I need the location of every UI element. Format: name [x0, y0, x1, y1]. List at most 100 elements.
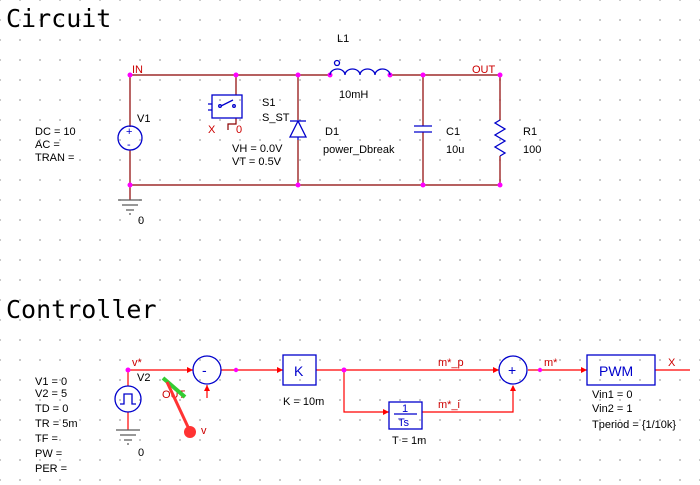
capacitor-plates-icon: [414, 125, 432, 133]
junction-dot: [420, 72, 426, 78]
net-label-vstar: v*: [132, 357, 143, 369]
pulse-source-icon[interactable]: [114, 385, 142, 413]
capacitor-c1[interactable]: [414, 125, 432, 133]
junction-dots: [127, 72, 503, 188]
net-label-mi: m*_i: [438, 399, 460, 411]
integrator-block[interactable]: [388, 401, 423, 430]
pwm-block[interactable]: [586, 354, 656, 386]
junction-dot: [233, 367, 239, 373]
v2-param-per: PER =: [35, 463, 67, 475]
diode-triangle-icon: [288, 119, 308, 138]
junction-dot: [341, 367, 347, 373]
arrow-icon: [277, 367, 283, 373]
arrow-icon: [581, 367, 587, 373]
junction-dot: [537, 367, 543, 373]
s1-param-vt: VT = 0.5V: [232, 156, 282, 168]
d1-name: D1: [325, 126, 339, 138]
probe-needle-icon: [165, 381, 190, 428]
arrow-icon: [204, 385, 210, 391]
v2-param-pw: PW =: [35, 448, 62, 460]
probe-lead-icon: [161, 376, 187, 399]
sum2-sign: +: [508, 362, 516, 378]
voltage-switch-s1[interactable]: [208, 94, 243, 119]
net-label-in: IN: [132, 64, 143, 76]
junction-dot: [420, 182, 426, 188]
wire-to-integrator[interactable]: [343, 370, 389, 413]
inductor-l1[interactable]: [329, 59, 391, 76]
switch-control-pins-icon: [208, 103, 212, 111]
ground-icon[interactable]: [116, 429, 140, 445]
arrow-icon: [187, 367, 193, 373]
gain-block-icon[interactable]: [282, 354, 317, 386]
summing-junction-2[interactable]: [498, 355, 528, 385]
ground-symbol: [118, 199, 142, 215]
junction-dot: [233, 72, 239, 78]
controller-junction-dots: [125, 367, 543, 373]
pulse-source-v2[interactable]: [114, 385, 142, 413]
arrowheads: [187, 367, 587, 415]
integrator-block-icon[interactable]: [388, 401, 423, 430]
junction-dot: [497, 182, 503, 188]
net-label-mp: m*_p: [438, 357, 464, 369]
sum-circle-icon[interactable]: [192, 355, 222, 385]
integrator-numerator: 1: [402, 403, 408, 415]
r1-value: 100: [523, 144, 541, 156]
voltage-probe[interactable]: [161, 376, 196, 438]
gain-block-k[interactable]: [282, 354, 317, 386]
switch-contact-icon: [232, 104, 236, 108]
pwm-param-tperiod: Tperiod = {1/10k}: [592, 419, 676, 431]
pwm-param-vin1: Vin1 = 0: [592, 389, 632, 401]
ground-icon[interactable]: [118, 199, 142, 215]
v2-param-v2: V2 = 5: [35, 388, 67, 400]
probe-label: v: [201, 425, 207, 437]
junction-dot: [125, 367, 131, 373]
junction-dot: [497, 72, 503, 78]
inductor-polarity-dot-icon: [333, 59, 341, 67]
plus-icon: +: [126, 126, 132, 138]
v2-param-v1: V1 = 0: [35, 376, 67, 388]
net-label-mstar: m*: [544, 357, 558, 369]
switch-pin-x: X: [208, 124, 216, 136]
v1-param-ac: AC =: [35, 139, 60, 151]
switch-body-icon[interactable]: [211, 94, 243, 119]
l1-name: L1: [337, 33, 349, 45]
diode-d1[interactable]: [288, 119, 308, 140]
switch-blade-icon: [220, 99, 234, 107]
junction-dot: [127, 182, 133, 188]
wire-mi[interactable]: [422, 386, 514, 413]
arrow-icon: [510, 385, 516, 391]
summing-junction-1[interactable]: [192, 355, 222, 385]
r1-name: R1: [523, 126, 537, 138]
dc-source-icon[interactable]: [117, 125, 143, 151]
circuit-wires[interactable]: [129, 74, 501, 200]
junction-dot: [295, 182, 301, 188]
circuit-ground-label: 0: [138, 215, 144, 227]
resistor-r1[interactable]: [493, 119, 507, 157]
d1-model: power_Dbreak: [323, 144, 395, 156]
v2-param-td: TD = 0: [35, 403, 68, 415]
controller-ground-label: 0: [138, 447, 144, 459]
gain-param: K = 10m: [283, 396, 324, 408]
switch-contact-icon: [218, 104, 222, 108]
ground-symbol: [116, 429, 140, 445]
pwm-block-icon[interactable]: [586, 354, 656, 386]
wire-switch-out[interactable]: [227, 118, 237, 130]
v1-param-dc: DC = 10: [35, 126, 76, 138]
pwm-output-label: X: [668, 357, 676, 369]
v2-param-tf: TF =: [35, 433, 58, 445]
junction-dot: [295, 72, 301, 78]
sum1-sign: -: [202, 362, 207, 378]
v1-name: V1: [137, 113, 150, 125]
switch-pin-0: 0: [236, 124, 242, 136]
resistor-zigzag-icon: [493, 119, 507, 157]
s1-name: S1: [262, 97, 275, 109]
c1-name: C1: [446, 126, 460, 138]
dc-source-v1[interactable]: + -: [117, 125, 143, 151]
integrator-param: T = 1m: [392, 435, 426, 447]
sum-circle-icon[interactable]: [498, 355, 528, 385]
probe-tip-icon[interactable]: [184, 426, 196, 438]
circuit-section-title: Circuit: [6, 4, 111, 33]
gain-symbol: K: [294, 363, 304, 379]
